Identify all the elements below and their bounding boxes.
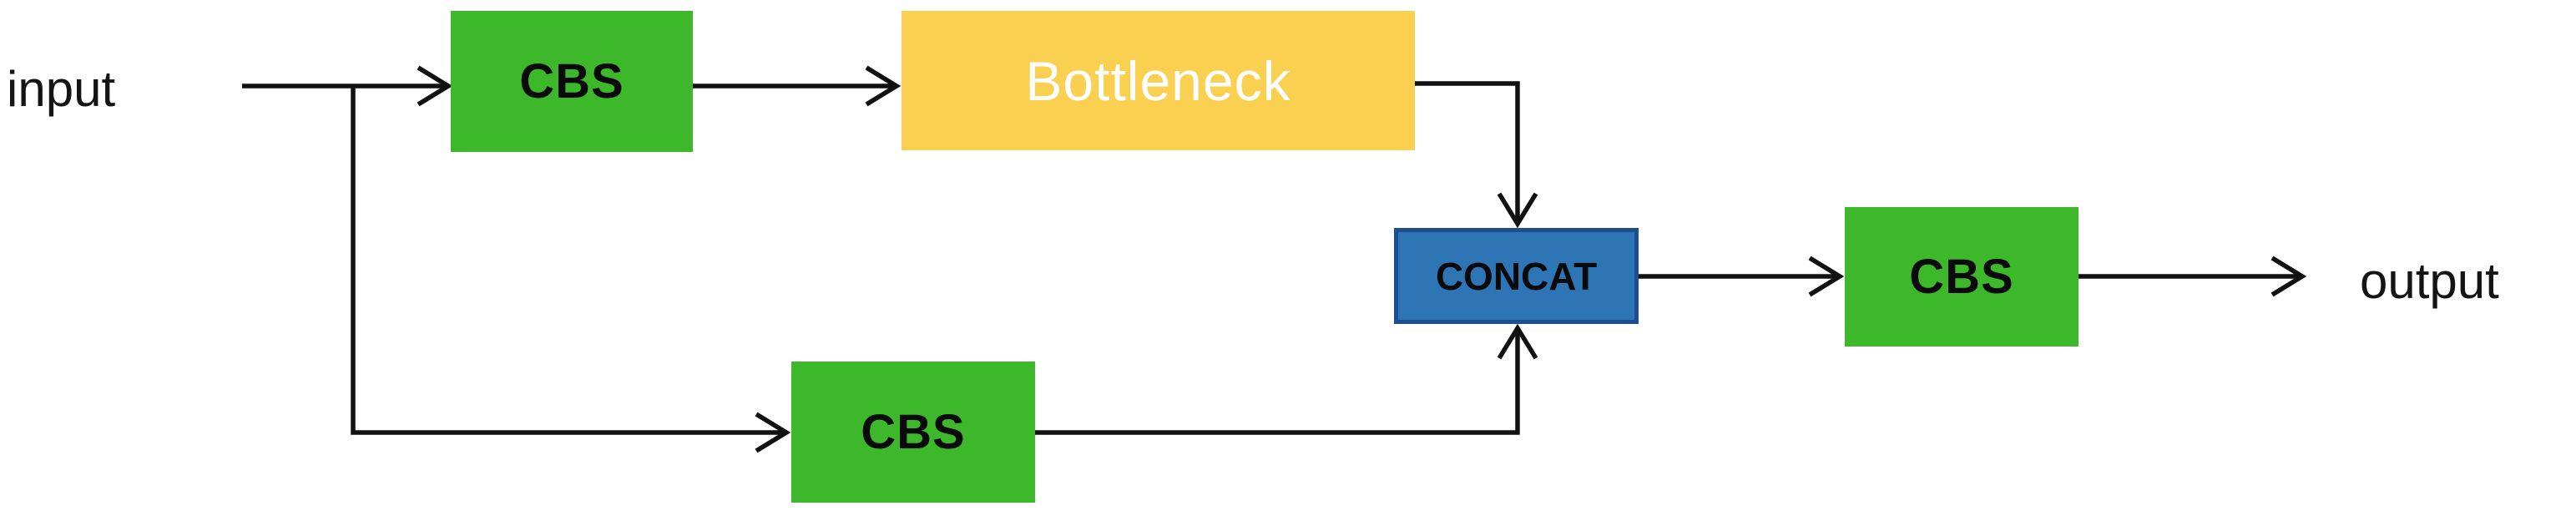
node-concat-label: CONCAT [1435, 254, 1598, 298]
node-cbs-bottom-label: CBS [861, 405, 966, 459]
node-cbs-output: CBS [1845, 207, 2078, 347]
node-concat: CONCAT [1394, 228, 1639, 324]
node-cbs-top-label: CBS [519, 54, 624, 109]
connector-input-to-cbs-bottom [351, 86, 791, 453]
input-label: input [7, 61, 116, 117]
node-cbs-output-label: CBS [1909, 250, 2014, 304]
node-cbs-bottom: CBS [791, 362, 1035, 503]
node-bottleneck-label: Bottleneck [1025, 49, 1291, 112]
connector-cbs-bottom-to-concat [1035, 323, 1538, 435]
node-cbs-top: CBS [451, 11, 693, 152]
connector-bottleneck-to-concat [1415, 81, 1538, 229]
output-label: output [2360, 253, 2499, 309]
node-bottleneck: Bottleneck [902, 11, 1415, 150]
